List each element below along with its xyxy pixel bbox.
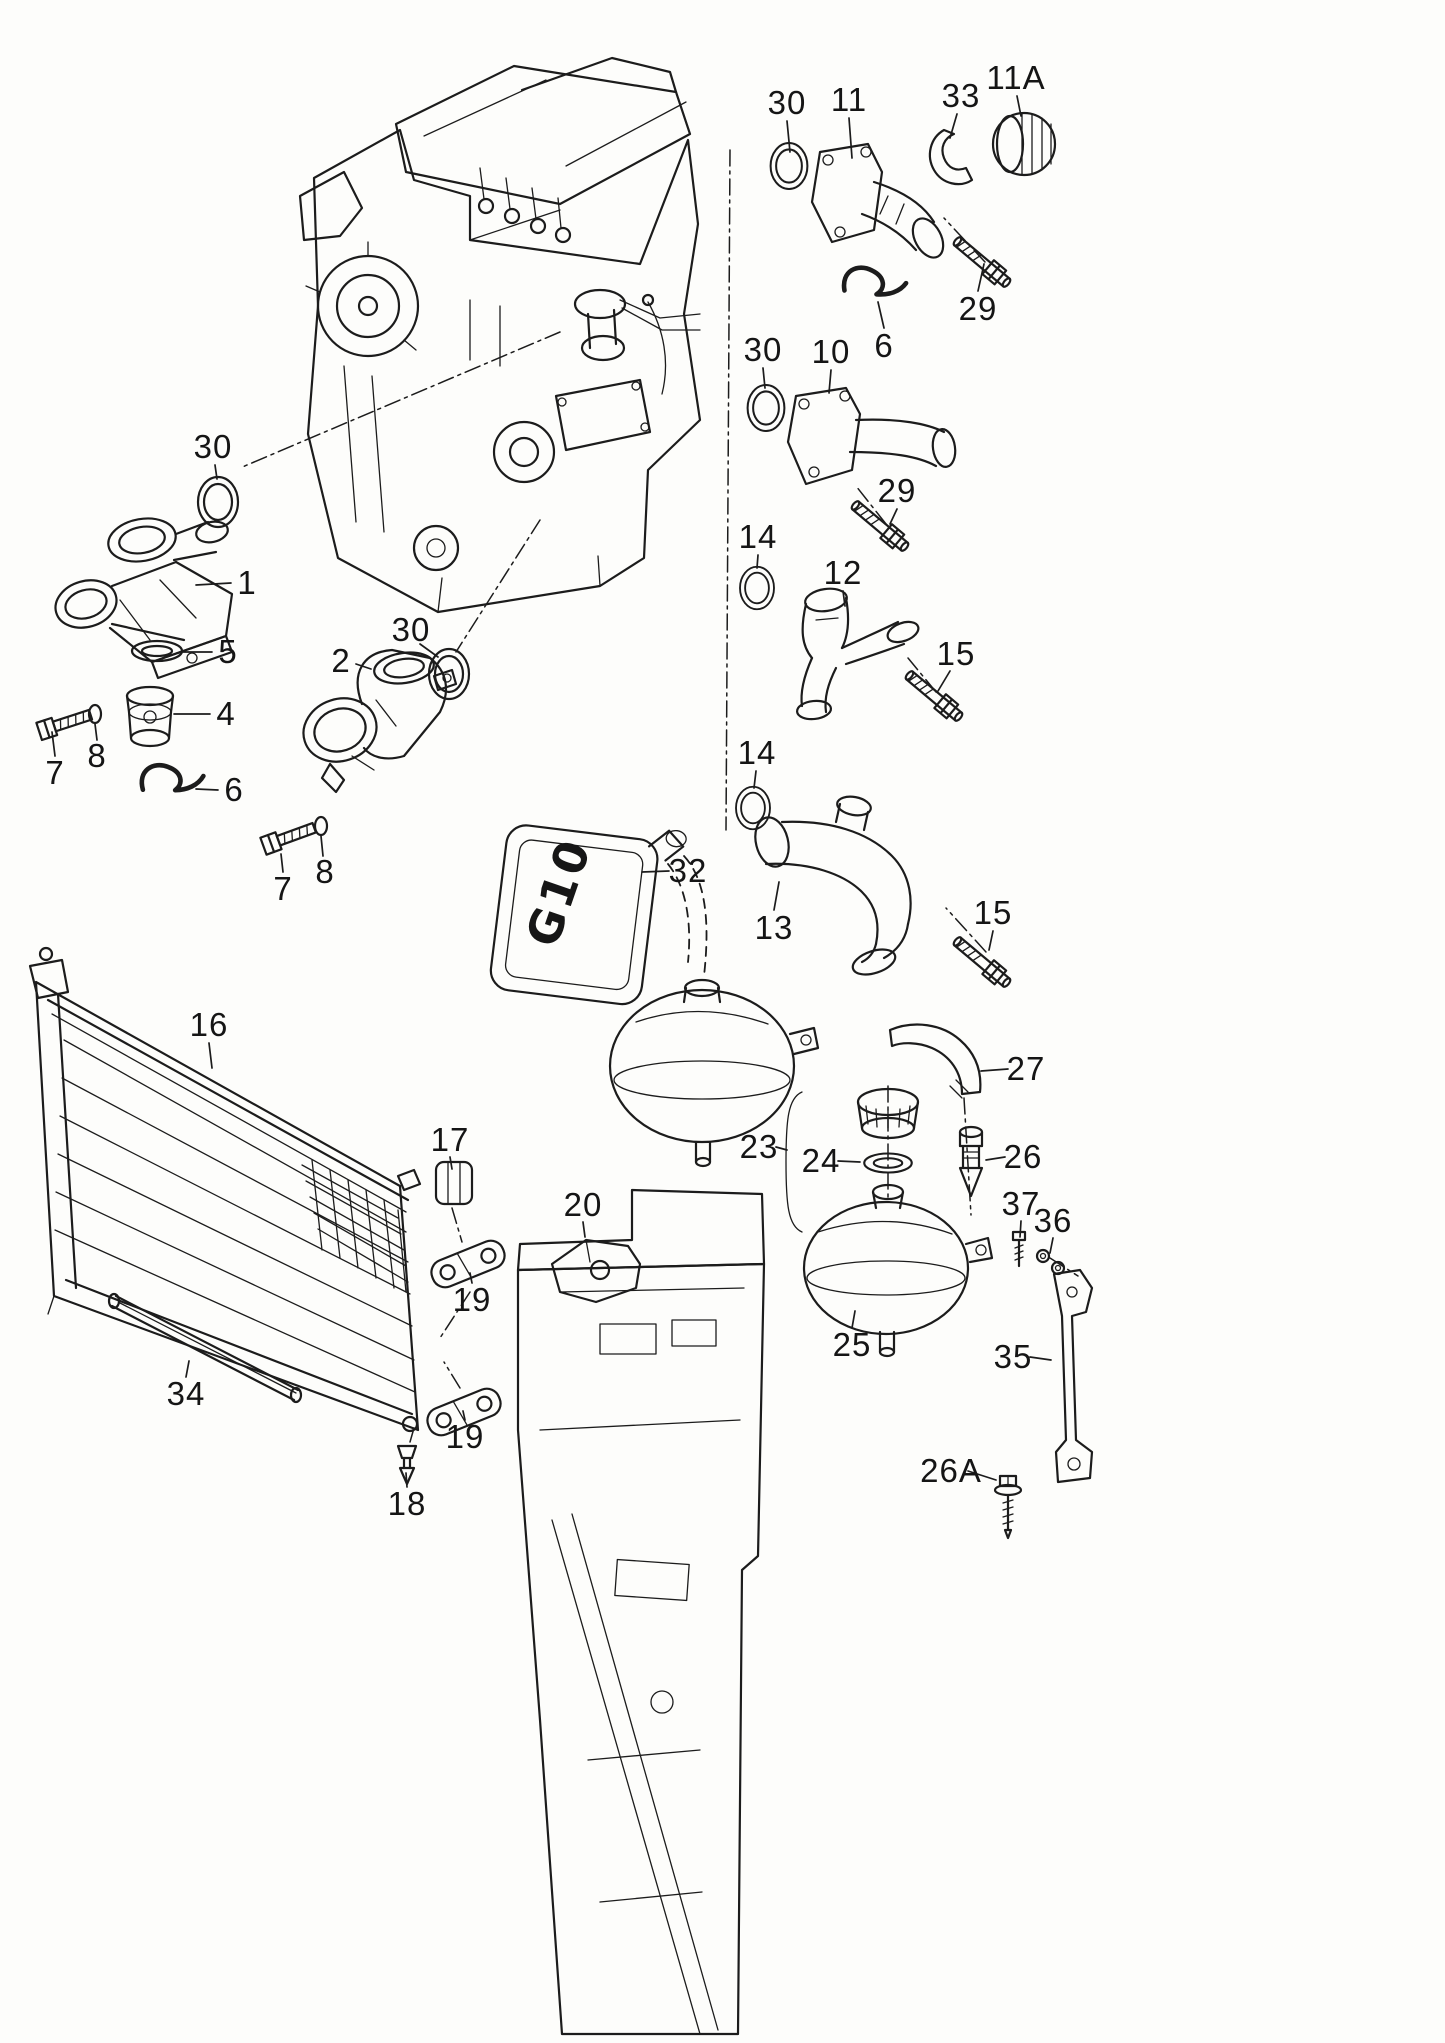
part-10-flange: [786, 386, 957, 486]
assembly-centerlines: [239, 149, 1079, 1443]
part-17-mount: [434, 1160, 474, 1206]
part-2-water-flange: [302, 648, 458, 794]
part-13-pipe: [754, 795, 912, 976]
part-6-clip-a: [141, 763, 204, 798]
part-32-coolant-jug: G10: [489, 824, 687, 1006]
part-11a-cap: [991, 111, 1057, 177]
part-27-strap: [888, 1023, 982, 1099]
part-33-clamp: [928, 128, 974, 186]
part-14-oring-b: [735, 785, 771, 831]
part-8-oring-a: [87, 703, 103, 725]
part-29-stud-a: [948, 231, 1016, 293]
part-23-bracket: [785, 1091, 803, 1233]
part-26a-screw: [993, 1474, 1023, 1540]
part-29-stud-b: [846, 495, 914, 557]
part-23-cap: [856, 1087, 920, 1140]
part-1-coolant-housing: [54, 517, 234, 680]
vehicle-body-section: [516, 1188, 766, 2036]
part-11-flange: [810, 142, 945, 259]
part-15-stud-a: [900, 665, 968, 727]
part-8-oring-b: [313, 815, 329, 837]
leader-lines: [51, 95, 1054, 1488]
part-15-stud-b: [948, 931, 1016, 993]
engine-assembly: [298, 56, 702, 614]
jug-label: G10: [515, 831, 602, 953]
part-26-valve: [958, 1125, 984, 1198]
pour-stream: [667, 855, 708, 977]
part-6-clip-b: [842, 264, 907, 305]
part-14-oring-a: [739, 565, 775, 611]
part-7-bolt-a: [35, 705, 95, 742]
part-7-bolt-b: [259, 818, 319, 856]
part-30-oring-d: [746, 383, 786, 433]
part-20-mount-bracket: [550, 1238, 642, 1304]
part-35-bracket: [1052, 1268, 1094, 1484]
part-16-radiator: [28, 946, 422, 1433]
part-19-bracket-a: [426, 1235, 510, 1293]
part-18-drain-plug: [396, 1444, 418, 1486]
part-25-expansion-tank: [802, 1183, 994, 1358]
part-4-thermostat: [125, 685, 175, 748]
part-37-screw: [1011, 1230, 1027, 1268]
expansion-tank-upper: [608, 978, 820, 1168]
part-30-oring-a: [196, 475, 240, 529]
part-12-y-pipe: [795, 587, 920, 721]
part-34-seal-strip: [107, 1292, 303, 1404]
